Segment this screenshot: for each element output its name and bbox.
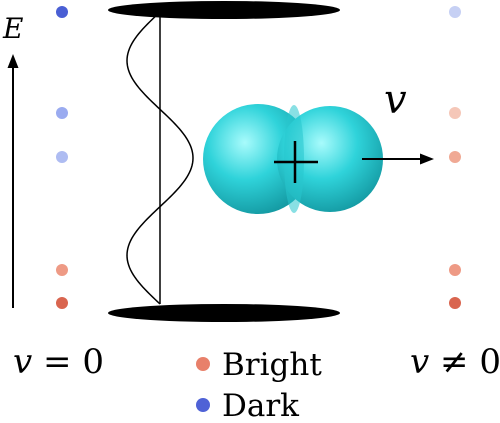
legend: Bright Dark bbox=[196, 347, 322, 423]
legend-bright-marker bbox=[196, 357, 210, 371]
rest-level-dark bbox=[56, 151, 68, 163]
moving-level-bright bbox=[449, 151, 461, 163]
moving-level-bright bbox=[449, 107, 461, 119]
moving-frame-v: v bbox=[410, 342, 429, 382]
legend-dark-marker bbox=[196, 398, 210, 412]
energy-levels-moving bbox=[449, 6, 461, 309]
rest-level-bright bbox=[56, 264, 68, 276]
molecule-right-atom bbox=[277, 106, 383, 212]
legend-bright-label: Bright bbox=[222, 347, 322, 383]
energy-axis-label: E bbox=[2, 12, 23, 45]
cavity-mode-wave bbox=[126, 11, 194, 305]
legend-dark-label: Dark bbox=[222, 388, 299, 423]
bottom-mirror bbox=[108, 304, 340, 322]
energy-levels-rest bbox=[56, 6, 68, 309]
molecule bbox=[203, 104, 383, 214]
rest-frame-relation: = 0 bbox=[32, 342, 104, 382]
rest-level-bright bbox=[56, 297, 68, 309]
top-mirror bbox=[108, 1, 340, 19]
moving-frame-label: v ≠ 0 bbox=[410, 342, 500, 382]
moving-frame-relation: ≠ 0 bbox=[429, 342, 500, 382]
moving-level-bright bbox=[449, 264, 461, 276]
rest-level-dark bbox=[56, 107, 68, 119]
moving-level-dark bbox=[449, 6, 461, 18]
rest-frame-v: v bbox=[13, 342, 32, 382]
energy-axis-arrowhead bbox=[7, 54, 19, 68]
rest-frame-label: v = 0 bbox=[13, 342, 104, 382]
rest-level-dark bbox=[56, 6, 68, 18]
velocity-arrow-head bbox=[420, 153, 434, 165]
moving-level-bright bbox=[449, 297, 461, 309]
velocity-label: v bbox=[384, 77, 407, 123]
